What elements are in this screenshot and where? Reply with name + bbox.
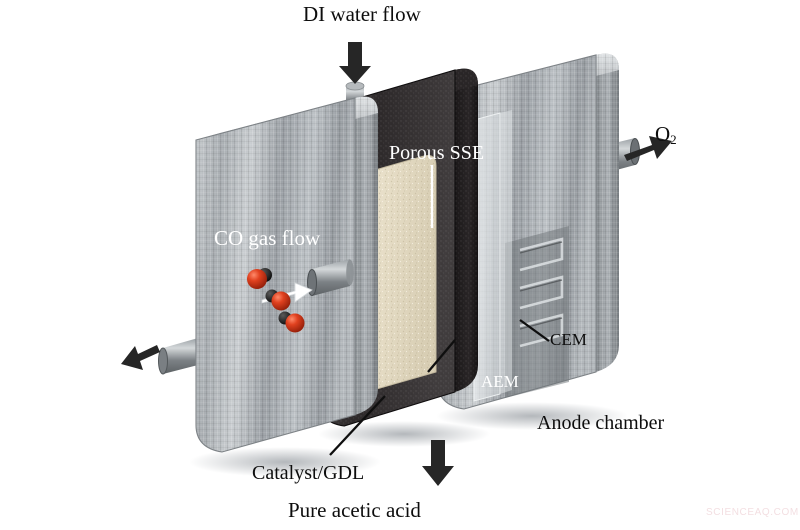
label-porous-sse: Porous SSE [389,142,485,164]
label-co-gas-flow: CO gas flow [214,226,321,250]
label-catalyst-gdl: Catalyst/GDL [252,462,365,484]
watermark: SCIENCEAQ.COM [706,507,799,518]
acetic-acid-arrow [422,440,454,486]
co-outlet-arrow [121,345,160,370]
shadow-middle [318,421,490,447]
oxygen-symbol: O [655,122,671,146]
cathode-endplate [158,96,378,453]
leader-aem [427,339,456,373]
co-gas-outlet-port [158,338,198,375]
label-di-water-flow: DI water flow [303,2,421,26]
co-molecule-3 [278,311,305,333]
co-molecule-1 [247,268,272,289]
serpentine-flow-field [505,226,569,398]
cem-membrane [473,110,512,402]
label-oxygen: O2 [655,122,677,148]
leader-catalyst-gdl [329,395,386,456]
di-water-arrow [339,42,371,84]
shadow-cathode [189,447,381,477]
oxygen-arrow [624,136,672,161]
label-aem: AEM [481,372,519,391]
label-anode-chamber: Anode chamber [537,412,665,434]
oxygen-subscript: 2 [670,132,677,147]
shadow-anode [436,402,628,430]
label-cem: CEM [550,330,587,349]
label-pure-acetic-acid: Pure acetic acid [288,498,421,522]
co-molecule-2 [265,289,291,311]
leader-cem [519,319,550,342]
